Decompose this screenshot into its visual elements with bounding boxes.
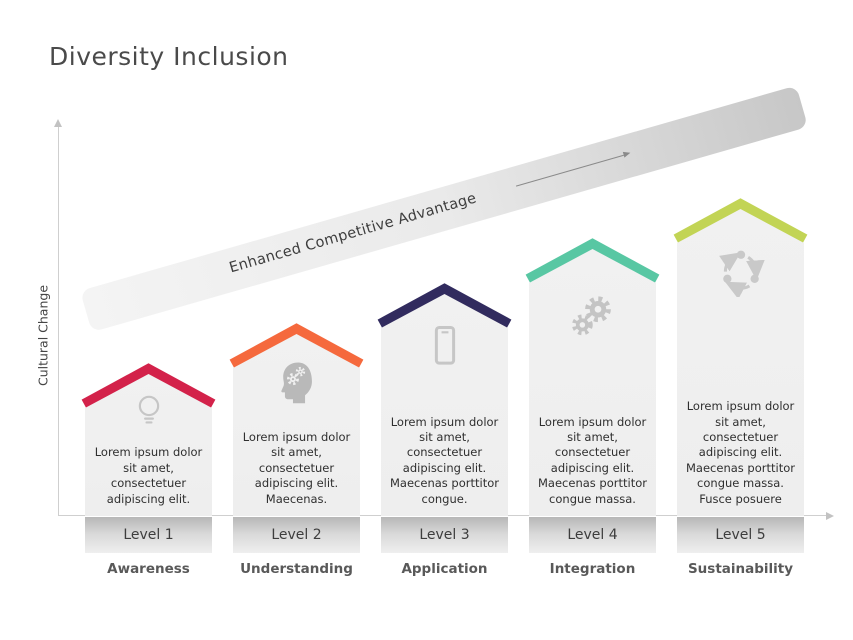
smartphone-icon xyxy=(381,324,508,370)
level-band: Level 1 xyxy=(85,517,212,553)
level-description: Lorem ipsum dolor sit amet, consectetuer… xyxy=(686,399,795,506)
level-description: Lorem ipsum dolor sit amet, consectetuer… xyxy=(390,414,499,506)
banner-label: Enhanced Competitive Advantage xyxy=(227,190,479,277)
level-column-understanding: Lorem ipsum dolor sit amet, consectetuer… xyxy=(228,321,365,516)
roof-chevron xyxy=(377,283,512,329)
gears-icon xyxy=(529,293,656,343)
level-band: Level 3 xyxy=(381,517,508,553)
roof-chevron xyxy=(673,198,808,244)
level-description: Lorem ipsum dolor sit amet, consectetuer… xyxy=(538,414,647,506)
cycle-icon xyxy=(677,245,804,297)
roof-chevron xyxy=(81,363,216,409)
page-title: Diversity Inclusion xyxy=(49,42,289,71)
y-axis-line xyxy=(58,127,59,516)
stage-name: Understanding xyxy=(240,561,353,577)
y-axis-arrow-icon xyxy=(54,119,62,127)
stage-name: Application xyxy=(401,561,488,577)
head-gears-icon xyxy=(233,359,360,405)
roof-chevron xyxy=(525,238,660,284)
level-description: Lorem ipsum dolor sit amet, consectetuer… xyxy=(242,429,351,506)
level-column-integration: Lorem ipsum dolor sit amet, consectetuer… xyxy=(524,236,661,516)
stage-name: Awareness xyxy=(107,561,190,577)
stage-name: Integration xyxy=(549,561,636,577)
banner-trend-arrow-icon xyxy=(515,149,632,187)
x-axis-arrow-icon xyxy=(826,511,834,520)
level-column-application: Lorem ipsum dolor sit amet, consectetuer… xyxy=(376,281,513,516)
level-band: Level 2 xyxy=(233,517,360,553)
level-band: Level 4 xyxy=(529,517,656,553)
roof-chevron xyxy=(229,323,364,369)
lightbulb-icon xyxy=(85,390,212,434)
y-axis-label: Cultural Change xyxy=(35,284,51,387)
level-band: Level 5 xyxy=(677,517,804,553)
level-column-sustainability: Lorem ipsum dolor sit amet, consectetuer… xyxy=(672,196,809,516)
level-column-awareness: Lorem ipsum dolor sit amet, consectetuer… xyxy=(80,361,217,516)
stage-name: Sustainability xyxy=(687,561,794,577)
level-description: Lorem ipsum dolor sit amet, consectetuer… xyxy=(94,445,203,506)
